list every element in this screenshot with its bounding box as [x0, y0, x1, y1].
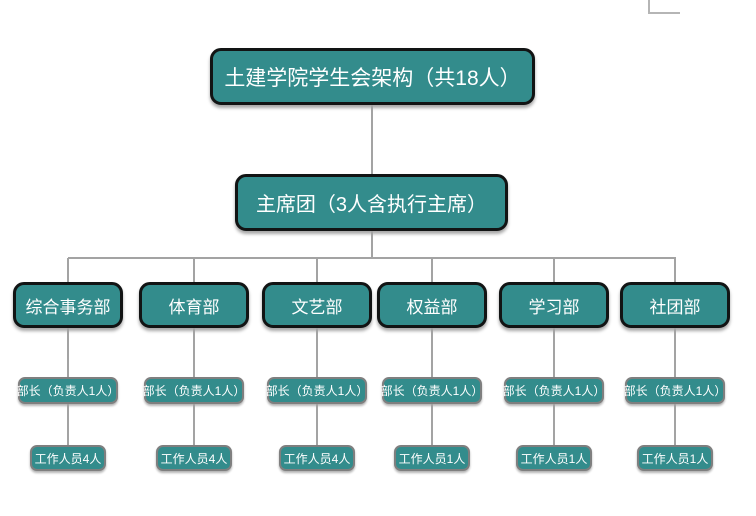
connector-dept-leader — [674, 328, 676, 377]
dept-node[interactable]: 文艺部 — [262, 282, 372, 328]
connector-dept-leader — [431, 328, 433, 377]
leader-node[interactable]: 部长（负责人1人） — [502, 377, 606, 404]
leader-label: 部长（负责人1人） — [502, 384, 606, 398]
dept-node[interactable]: 学习部 — [499, 282, 609, 328]
dept-node[interactable]: 社团部 — [620, 282, 730, 328]
staff-node[interactable]: 工作人员4人 — [156, 445, 232, 471]
cropped-shape-fragment-horizontal — [648, 12, 680, 14]
staff-label: 工作人员4人 — [34, 451, 102, 466]
connector-leader-staff — [67, 404, 69, 445]
dept-label: 权益部 — [406, 297, 458, 317]
leader-node[interactable]: 部长（负责人1人） — [16, 377, 120, 404]
dept-label: 文艺部 — [291, 297, 343, 317]
org-root-label: 土建学院学生会架构（共18人） — [224, 66, 521, 90]
connector-leader-staff — [431, 404, 433, 445]
presidium-node[interactable]: 主席团（3人含执行主席） — [235, 174, 508, 231]
connector-horizontal-bus — [68, 257, 676, 259]
staff-label: 工作人员1人 — [520, 451, 588, 466]
connector-bus-dept — [553, 258, 555, 282]
connector-bus-dept — [67, 258, 69, 282]
leader-node[interactable]: 部长（负责人1人） — [142, 377, 246, 404]
connector-leader-staff — [553, 404, 555, 445]
cropped-shape-fragment-vertical — [648, 0, 650, 13]
dept-label: 体育部 — [168, 297, 220, 317]
leader-label: 部长（负责人1人） — [380, 384, 484, 398]
staff-node[interactable]: 工作人员1人 — [394, 445, 470, 471]
staff-label: 工作人员1人 — [641, 451, 709, 466]
connector-presidium-bus — [371, 231, 373, 258]
connector-leader-staff — [674, 404, 676, 445]
org-root-node[interactable]: 土建学院学生会架构（共18人） — [210, 48, 535, 105]
leader-label: 部长（负责人1人） — [265, 384, 369, 398]
connector-bus-dept — [316, 258, 318, 282]
connector-root-presidium — [371, 105, 373, 174]
connector-bus-dept — [193, 258, 195, 282]
staff-label: 工作人员1人 — [398, 451, 466, 466]
leader-node[interactable]: 部长（负责人1人） — [623, 377, 727, 404]
staff-node[interactable]: 工作人员4人 — [279, 445, 355, 471]
staff-node[interactable]: 工作人员1人 — [516, 445, 592, 471]
staff-label: 工作人员4人 — [160, 451, 228, 466]
dept-node[interactable]: 体育部 — [139, 282, 249, 328]
presidium-label: 主席团（3人含执行主席） — [255, 194, 488, 216]
leader-node[interactable]: 部长（负责人1人） — [380, 377, 484, 404]
connector-bus-dept — [431, 258, 433, 282]
staff-node[interactable]: 工作人员1人 — [637, 445, 713, 471]
dept-label: 综合事务部 — [25, 297, 111, 317]
leader-label: 部长（负责人1人） — [623, 384, 727, 398]
connector-dept-leader — [316, 328, 318, 377]
connector-leader-staff — [316, 404, 318, 445]
leader-label: 部长（负责人1人） — [142, 384, 246, 398]
leader-node[interactable]: 部长（负责人1人） — [265, 377, 369, 404]
connector-dept-leader — [553, 328, 555, 377]
leader-label: 部长（负责人1人） — [16, 384, 120, 398]
dept-label: 社团部 — [649, 297, 701, 317]
staff-node[interactable]: 工作人员4人 — [30, 445, 106, 471]
connector-dept-leader — [67, 328, 69, 377]
staff-label: 工作人员4人 — [283, 451, 351, 466]
dept-node[interactable]: 综合事务部 — [13, 282, 123, 328]
dept-node[interactable]: 权益部 — [377, 282, 487, 328]
dept-label: 学习部 — [528, 297, 580, 317]
connector-leader-staff — [193, 404, 195, 445]
connector-bus-dept — [674, 258, 676, 282]
connector-dept-leader — [193, 328, 195, 377]
